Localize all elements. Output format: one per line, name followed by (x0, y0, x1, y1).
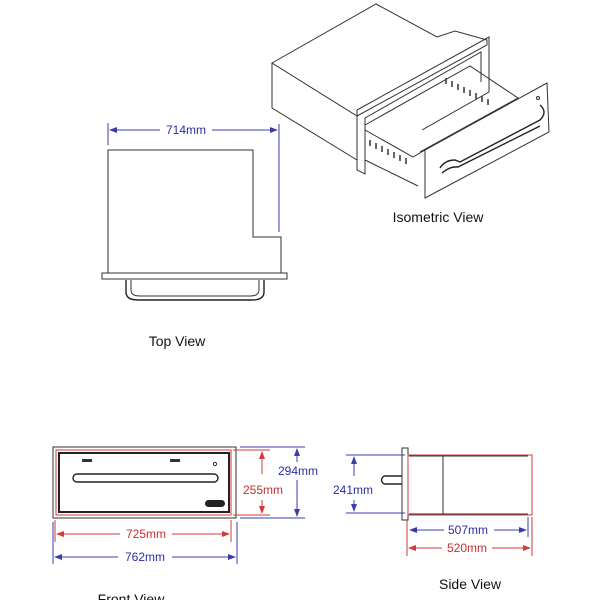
isometric-view: Isometric View (271, 3, 550, 225)
side-depth-outer-label: 520mm (447, 541, 487, 555)
front-width-inner-label: 725mm (126, 527, 166, 541)
isometric-view-caption: Isometric View (393, 209, 485, 225)
front-height-inner-label: 255mm (243, 483, 283, 497)
front-height-outer-label: 294mm (278, 464, 318, 478)
side-depth-inner-label: 507mm (448, 523, 488, 537)
front-view-caption: Front View (98, 591, 166, 600)
top-width-label: 714mm (166, 123, 206, 137)
side-height-label: 241mm (333, 483, 373, 497)
top-view: 714mm Top View (101, 123, 288, 349)
top-view-caption: Top View (149, 333, 206, 349)
side-view-caption: Side View (439, 576, 502, 592)
side-view: 241mm 507mm 520mm Side View (333, 447, 533, 592)
front-view: 294mm 255mm 725mm 762mm Front View (52, 446, 318, 600)
front-width-outer-label: 762mm (125, 550, 165, 564)
